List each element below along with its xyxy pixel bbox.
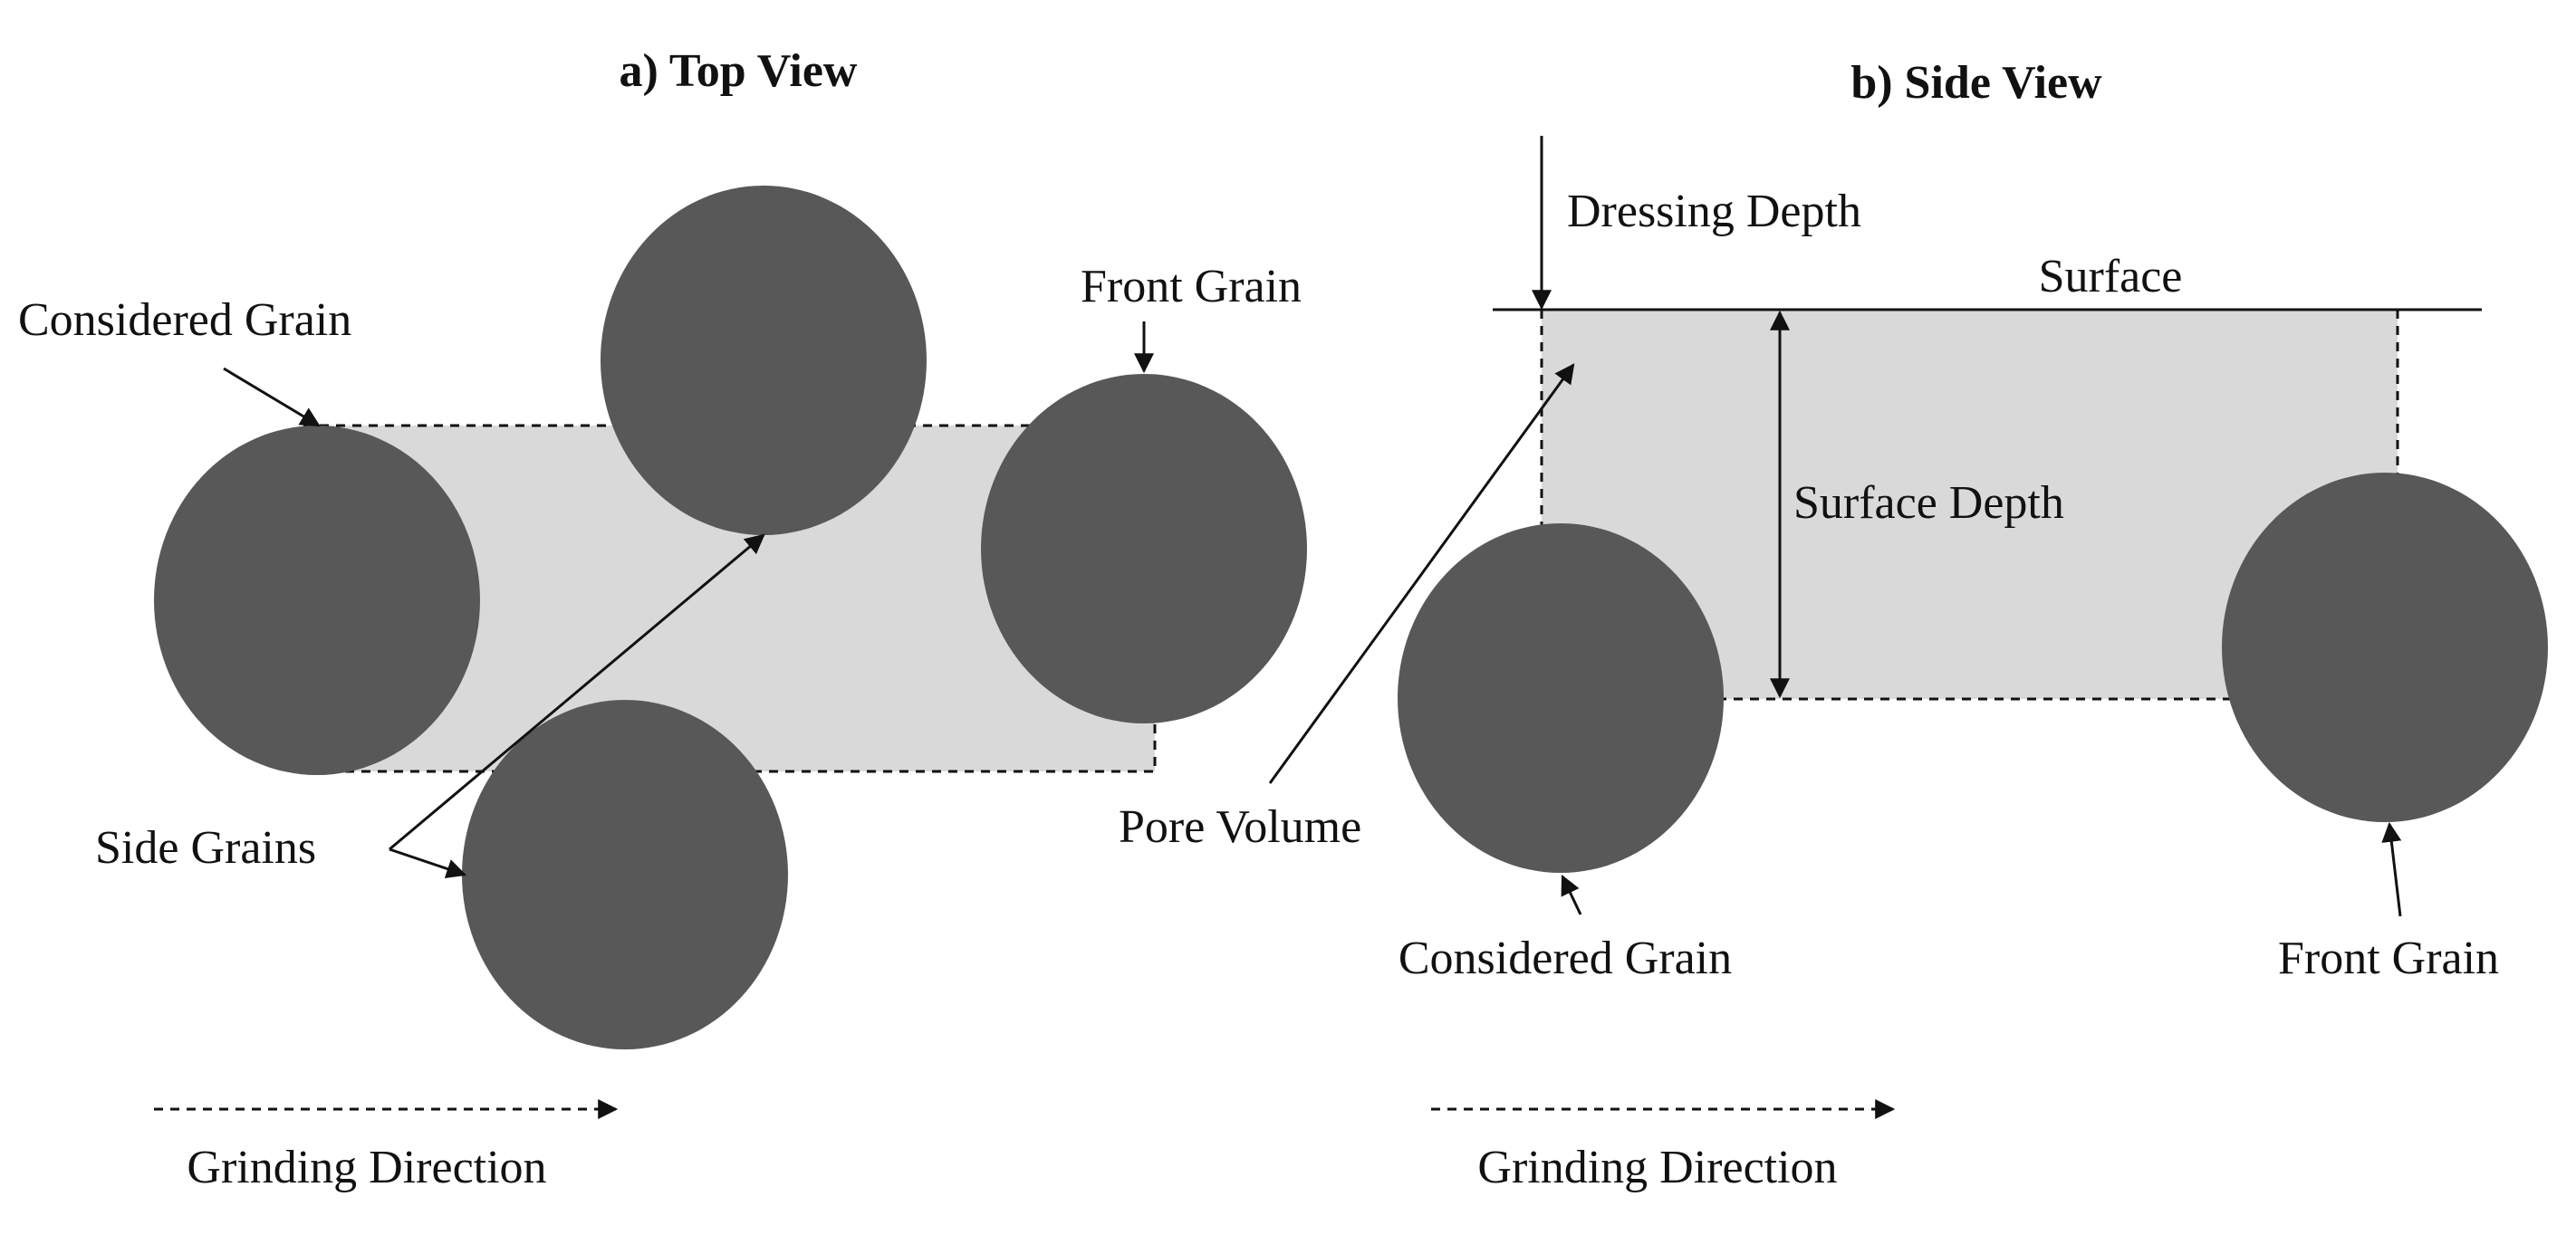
pore-volume-arrow xyxy=(1268,363,1575,784)
side-considered-grain-arrow xyxy=(1561,875,1582,915)
top-side-grain-lower xyxy=(462,700,788,1049)
top-front-grain-label: Front Grain xyxy=(1081,261,1302,312)
side-view-panel: b) Side View Surface Dressing Depth Surf… xyxy=(1119,57,2548,1193)
side-considered-grain xyxy=(1398,523,1724,873)
top-front-grain xyxy=(981,374,1307,723)
dressing-depth-label: Dressing Depth xyxy=(1567,186,1861,237)
surface-label: Surface xyxy=(2039,251,2183,302)
top-view-title: a) Top View xyxy=(620,45,858,97)
top-considered-grain-arrow xyxy=(223,367,321,427)
side-front-grain xyxy=(2222,473,2548,822)
top-view-panel: a) Top View Considered Grain Front Grain… xyxy=(18,45,1307,1193)
side-considered-grain-label: Considered Grain xyxy=(1399,933,1732,984)
top-side-grains-arrow-lower xyxy=(389,847,467,879)
top-considered-grain xyxy=(154,426,480,775)
top-side-grains-label: Side Grains xyxy=(95,822,316,874)
top-grinding-direction-label: Grinding Direction xyxy=(187,1142,546,1193)
surface-depth-label: Surface Depth xyxy=(1793,477,2064,529)
side-grinding-direction-label: Grinding Direction xyxy=(1477,1142,1837,1193)
pore-volume-label: Pore Volume xyxy=(1119,801,1361,853)
top-side-grain-upper xyxy=(601,186,927,535)
side-front-grain-label: Front Grain xyxy=(2278,933,2499,984)
top-pore-boundary xyxy=(299,424,1157,773)
side-view-title: b) Side View xyxy=(1850,57,2102,109)
top-considered-grain-label: Considered Grain xyxy=(18,294,351,346)
top-side-grains-arrow-upper xyxy=(389,533,765,851)
side-pore-boundary xyxy=(1540,310,2399,701)
side-front-grain-arrow xyxy=(2381,821,2402,917)
